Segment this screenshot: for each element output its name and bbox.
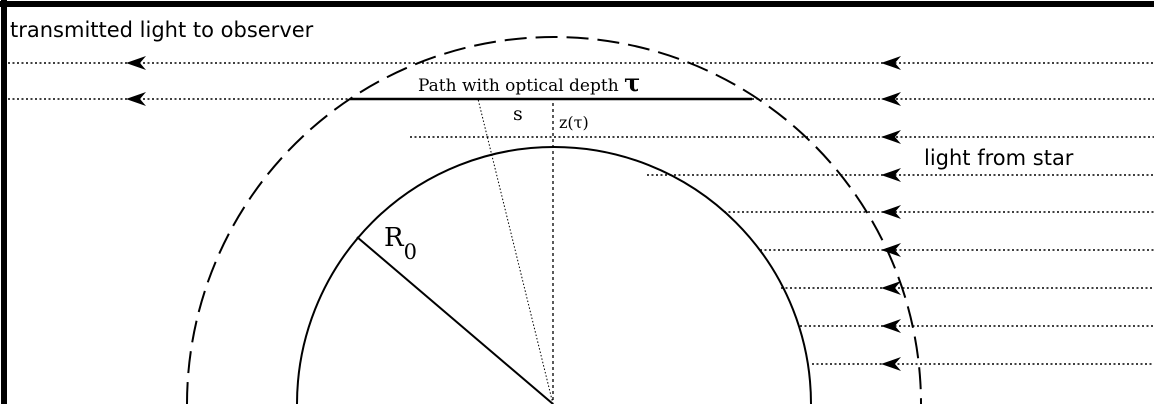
- radius-label: R0: [384, 223, 417, 264]
- z-label: z(τ): [559, 113, 589, 132]
- radius-label-sub: 0: [404, 240, 417, 264]
- atmosphere-boundary: [186, 36, 922, 404]
- arrow-incoming-9: [881, 357, 901, 371]
- path-label-tau: τ: [624, 68, 640, 97]
- light-from-star-label: light from star: [924, 146, 1074, 170]
- arrow-incoming-8: [881, 319, 901, 333]
- path-label: Path with optical depth τ: [418, 68, 640, 97]
- light-rays: [8, 62, 1154, 365]
- arrow-incoming-6: [881, 243, 901, 257]
- arrowheads: [126, 56, 901, 371]
- arrow-incoming-4: [881, 168, 901, 182]
- arrow-incoming-7: [881, 281, 901, 295]
- arrow-transmitted-1: [126, 56, 146, 70]
- arrow-incoming-5: [881, 205, 901, 219]
- arrow-transmitted-2: [126, 92, 146, 106]
- arrow-incoming-1: [881, 56, 901, 70]
- path-label-text: Path with optical depth: [418, 76, 624, 96]
- transmitted-label: transmitted light to observer: [10, 18, 314, 42]
- radius-line: [356, 236, 554, 404]
- slant-line: [477, 98, 554, 404]
- planet-surface: [296, 146, 812, 404]
- arrow-incoming-3: [881, 130, 901, 144]
- s-label: s: [513, 103, 523, 125]
- radius-label-base: R: [384, 223, 405, 253]
- arrow-incoming-2: [881, 92, 901, 106]
